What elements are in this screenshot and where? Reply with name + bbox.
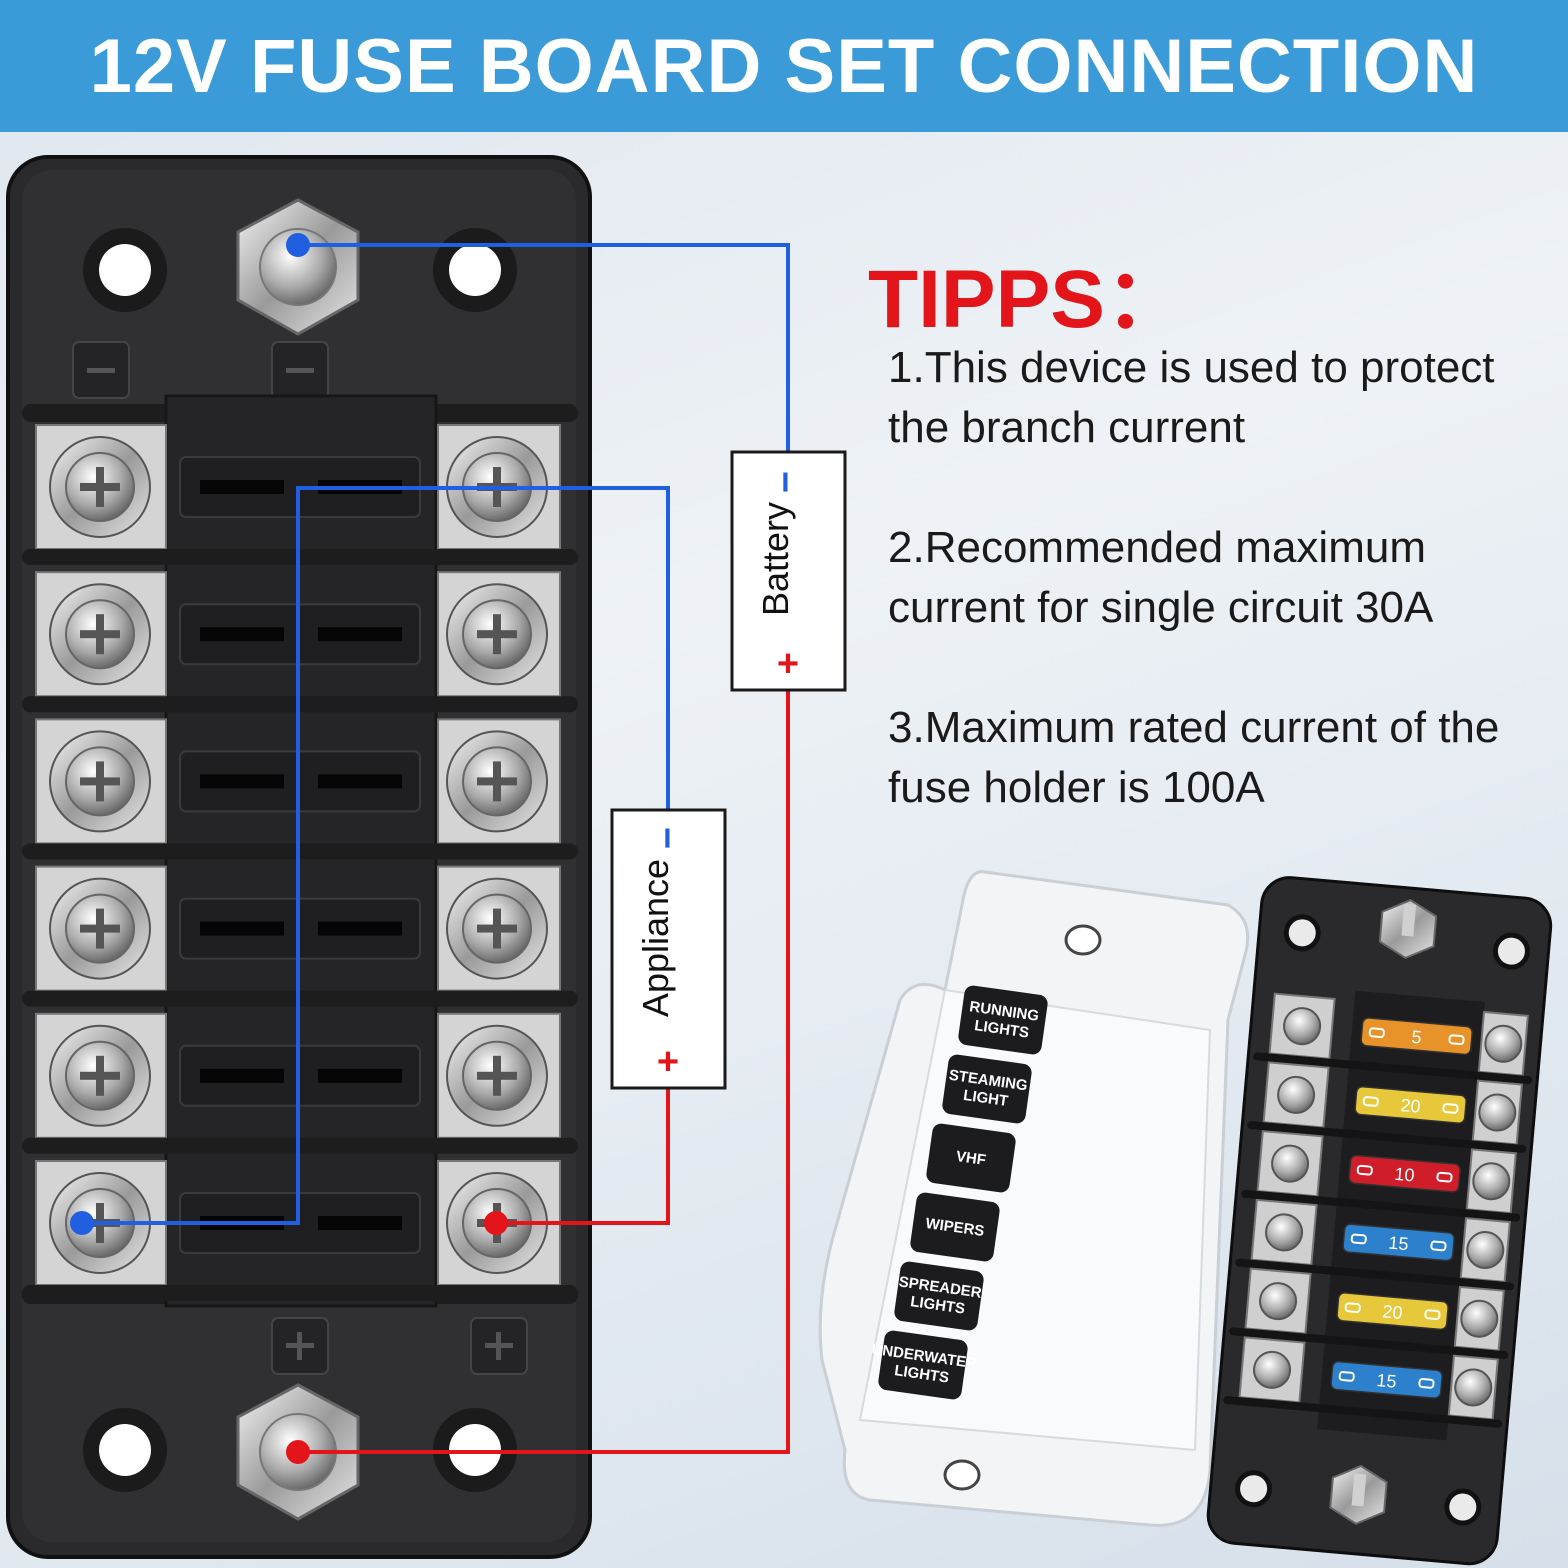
fuse-row: 15: [1235, 1198, 1515, 1291]
tip-3: 3.Maximum rated current of the fuse hold…: [888, 703, 1500, 812]
negative-stud-dot: [286, 233, 310, 257]
fuse-rating: 20: [1400, 1095, 1422, 1117]
fuse-row: 15: [1223, 1336, 1503, 1428]
fuse: 15: [1330, 1360, 1443, 1399]
fuse-rating: 20: [1382, 1301, 1404, 1323]
cover-label: VHF: [926, 1123, 1016, 1193]
terminal-row: [22, 571, 578, 713]
terminal-screw: [1259, 1282, 1298, 1321]
appliance-label: Appliance: [635, 859, 676, 1017]
fuse-row: 20: [1247, 1061, 1527, 1153]
terminal-row: [22, 718, 578, 860]
fuse-row: 20: [1229, 1267, 1509, 1360]
fuse: 10: [1348, 1154, 1461, 1193]
terminal-screw: [1283, 1007, 1322, 1046]
terminal-screw: [1460, 1299, 1499, 1338]
cover-label-text: VHF: [955, 1148, 987, 1169]
tip-1: 1.This device is used to protect the bra…: [888, 343, 1495, 452]
fuse-output-dot: [484, 1211, 508, 1235]
terminal-screw: [1271, 1144, 1310, 1183]
fuse-rating: 5: [1411, 1027, 1423, 1048]
terminal-screw: [49, 583, 151, 686]
terminal-screw: [1478, 1093, 1517, 1132]
cover-label: WIPERS: [910, 1192, 1000, 1262]
page-title: 12V FUSE BOARD SET CONNECTION: [89, 23, 1479, 109]
mounting-holes: [83, 228, 517, 1492]
battery-positive-wire: [298, 690, 790, 1454]
fuse-board-photo: 5 20 10 15 20 15: [1206, 876, 1553, 1566]
fuse-rating: 15: [1388, 1233, 1410, 1255]
appliance-box: − Appliance +: [610, 808, 727, 1090]
terminal-screw: [1484, 1024, 1523, 1063]
negative-stud: [236, 198, 360, 336]
terminal-screw: [1277, 1075, 1316, 1114]
fuse: 15: [1342, 1223, 1455, 1262]
fuse: 20: [1354, 1085, 1467, 1124]
appliance-negative-wire: [82, 486, 670, 1225]
terminal-screw: [1253, 1350, 1292, 1389]
terminal-screw: [446, 583, 548, 686]
appliance-minus-sign: −: [647, 827, 689, 849]
battery-negative-wire: [298, 243, 790, 452]
battery-plus-sign: +: [777, 643, 799, 685]
terminal-screw: [49, 877, 151, 980]
terminal-screw: [446, 877, 548, 980]
tips-title: TIPPS：: [868, 254, 1187, 345]
appliance-positive-wire: [496, 1088, 670, 1225]
ground-terminal-dot: [70, 1211, 94, 1235]
fuse: 20: [1336, 1292, 1449, 1331]
appliance-plus-sign: +: [657, 1041, 679, 1083]
terminal-screw: [49, 436, 151, 538]
header-banner: 12V FUSE BOARD SET CONNECTION: [0, 0, 1568, 132]
terminal-row: [22, 865, 578, 1007]
fuse-row: 5: [1253, 992, 1533, 1085]
fuse-row: 10: [1241, 1130, 1521, 1222]
fuse-rows: 5 20 10 15 20 15: [1223, 992, 1533, 1428]
battery-box: − Battery +: [730, 450, 847, 692]
plus-tabs: [271, 1317, 528, 1375]
terminal-screw: [49, 730, 151, 833]
terminal-screw: [1466, 1231, 1505, 1270]
battery-label: Battery: [755, 502, 796, 616]
tip-2: 2.Recommended maximum current for single…: [888, 523, 1434, 632]
terminal-screw: [1265, 1213, 1304, 1252]
terminal-screw: [1454, 1368, 1493, 1407]
cover-label-text: LIGHT: [962, 1087, 1009, 1110]
positive-stud-dot: [286, 1440, 310, 1464]
fuse-board-diagram: − Battery + − Appliance + RUNNINGLIGHTSS…: [6, 155, 1553, 1566]
fuse-rating: 15: [1376, 1370, 1398, 1392]
terminal-screw: [446, 1024, 548, 1127]
fuse: 5: [1360, 1017, 1473, 1056]
minus-tabs: [72, 341, 329, 399]
terminal-rows: [22, 424, 578, 1301]
fuse-rating: 10: [1394, 1164, 1416, 1186]
terminal-screw: [1472, 1162, 1511, 1201]
wiring: [70, 233, 790, 1464]
terminal-screw: [49, 1024, 151, 1127]
terminal-screw: [446, 730, 548, 833]
battery-minus-sign: −: [765, 471, 807, 493]
